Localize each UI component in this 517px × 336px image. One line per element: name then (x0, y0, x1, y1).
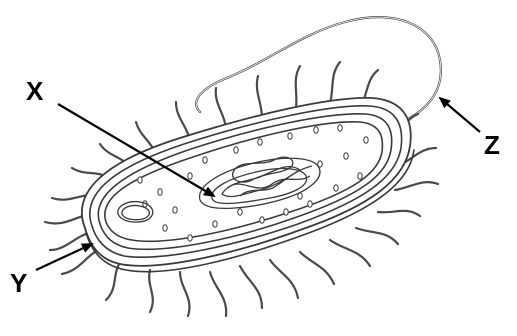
arrow-z (440, 98, 480, 132)
arrow-y (36, 244, 92, 270)
label-z: Z (484, 130, 500, 160)
label-x: X (26, 76, 44, 106)
label-y: Y (10, 268, 27, 298)
cell-body (82, 98, 414, 272)
